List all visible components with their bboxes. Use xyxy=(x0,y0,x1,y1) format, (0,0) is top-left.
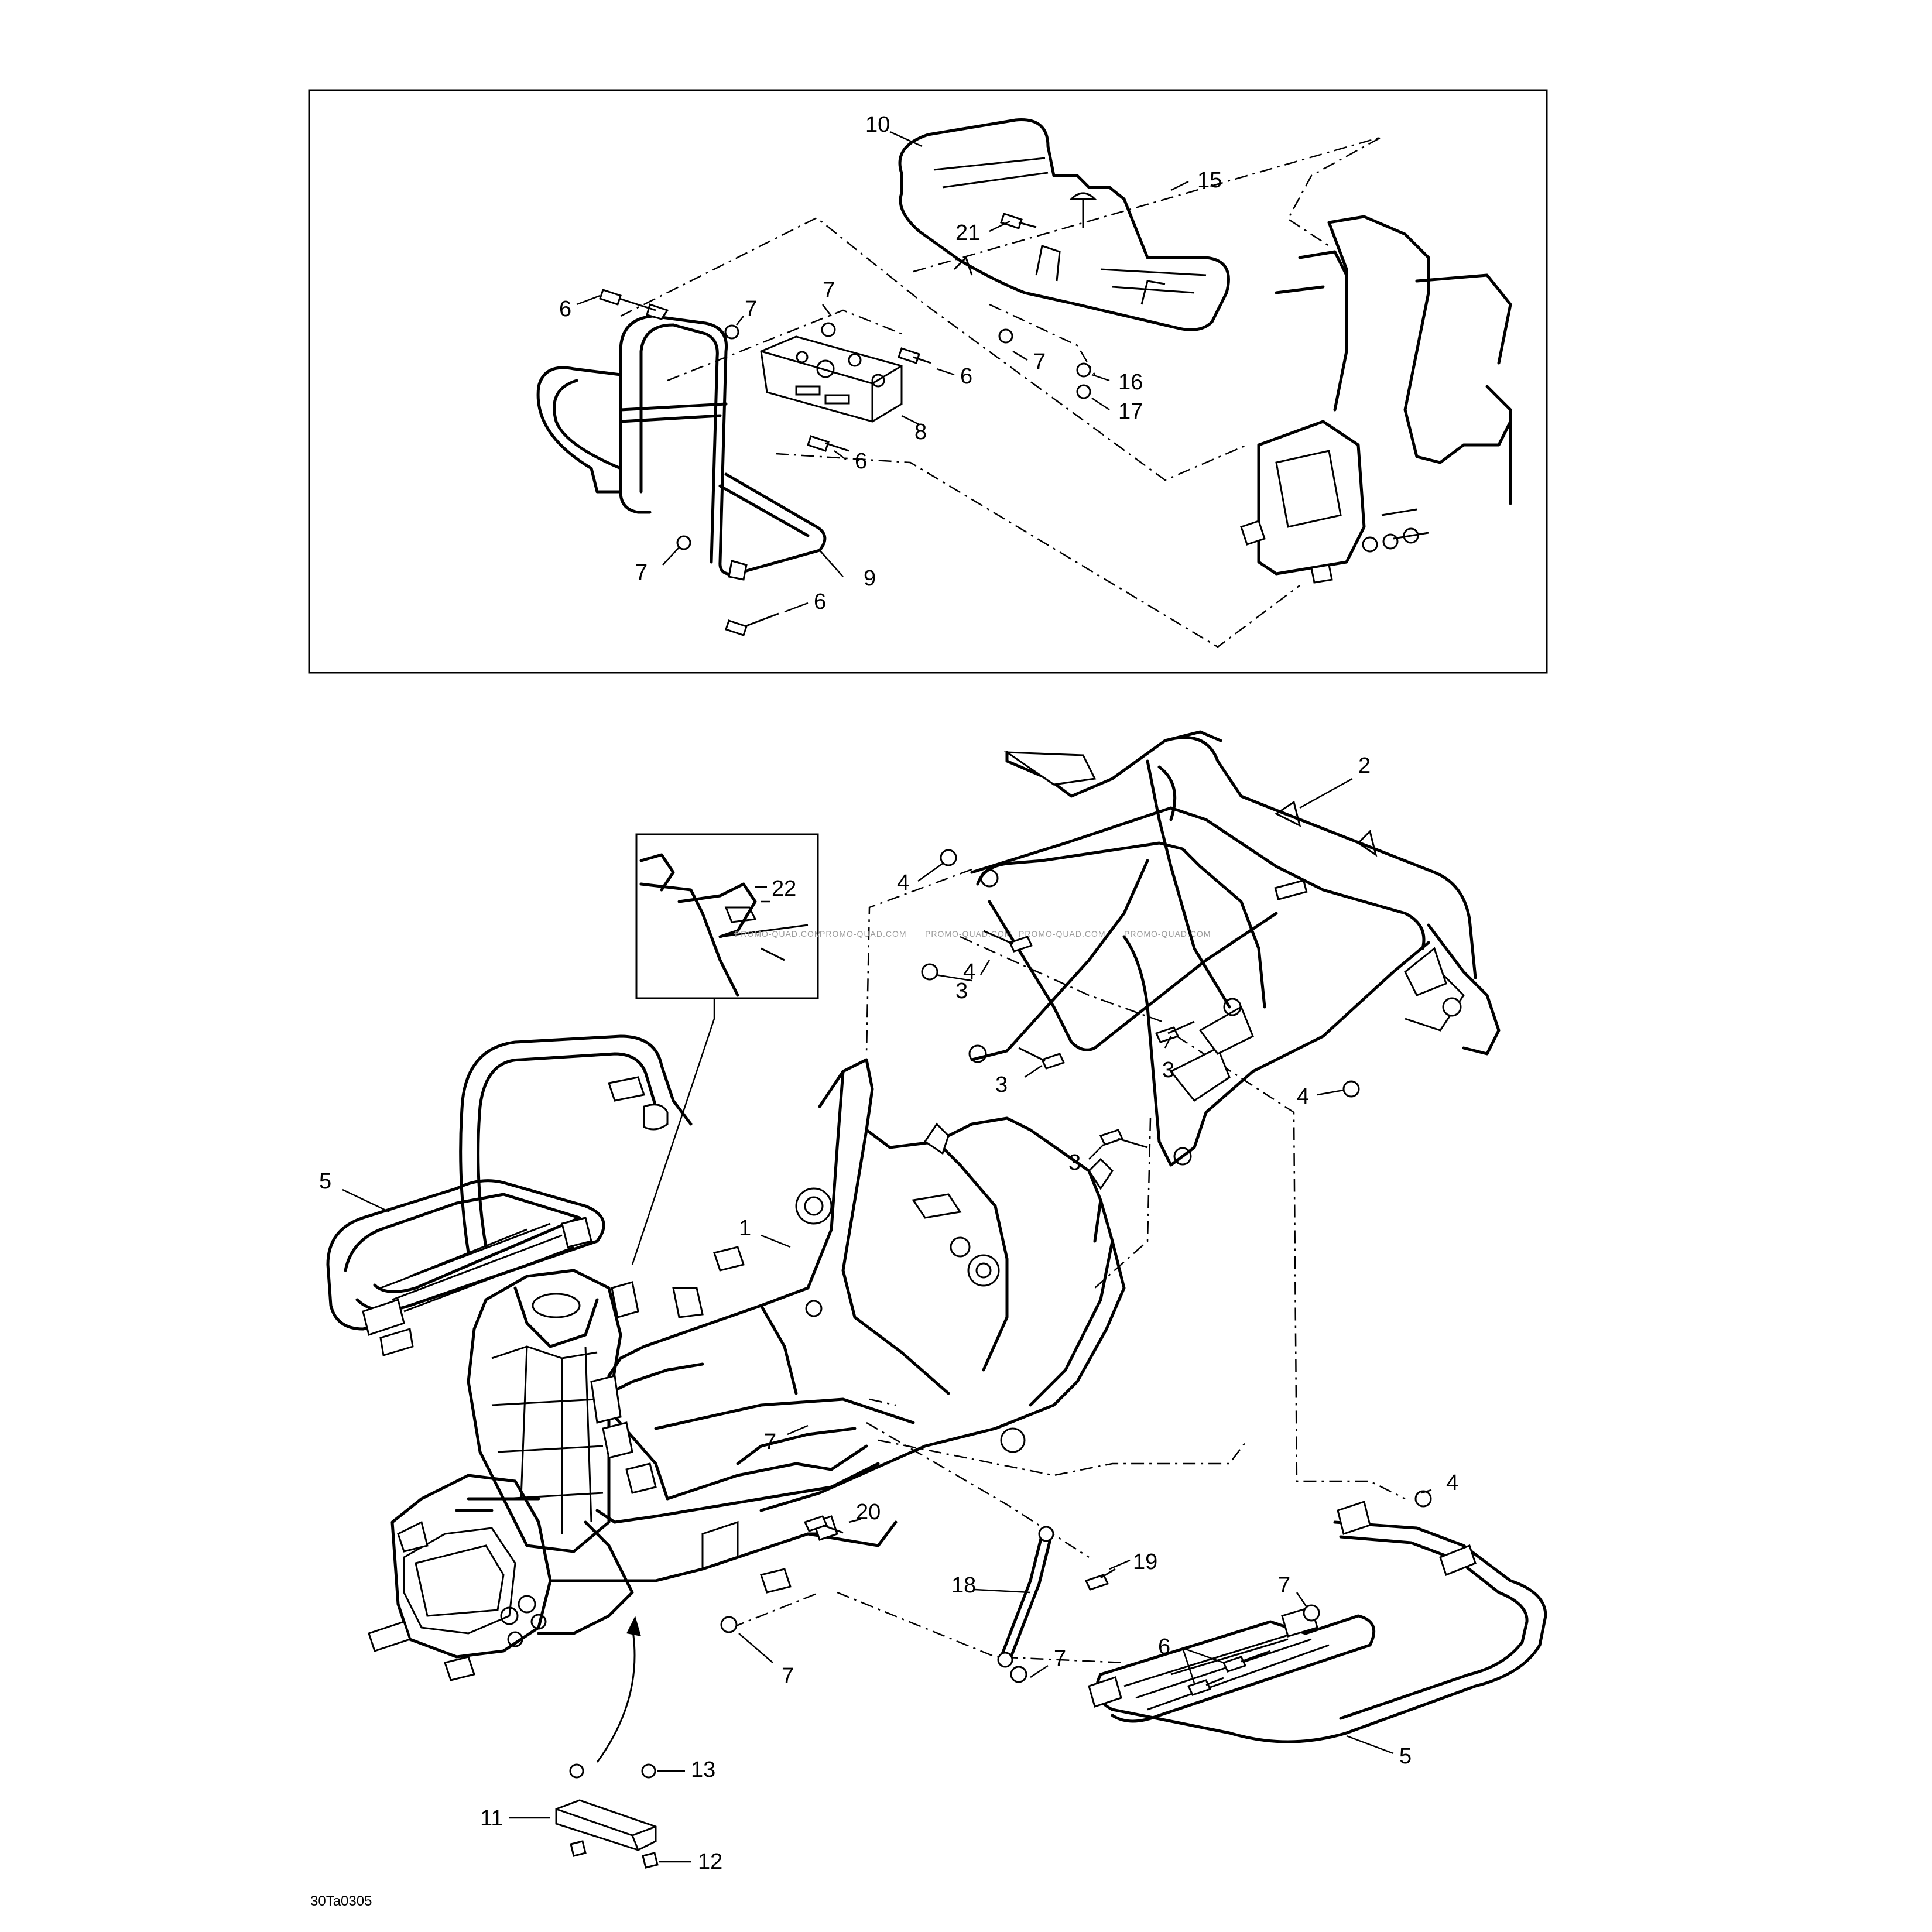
label-p3a: 3 xyxy=(955,979,968,1003)
inset-panel xyxy=(308,89,1548,674)
watermark-2: PROMO-QUAD.COM xyxy=(820,929,907,938)
label-p13: 13 xyxy=(691,1758,715,1782)
label-p22: 22 xyxy=(772,876,796,901)
label-p6d: 6 xyxy=(814,590,826,614)
label-p6e: 6 xyxy=(1158,1635,1170,1659)
label-p7c: 7 xyxy=(1033,350,1046,374)
strut-rod xyxy=(997,1526,1054,1668)
label-p6b: 6 xyxy=(960,364,972,389)
skid-plate xyxy=(555,1616,657,1851)
label-p7d: 7 xyxy=(635,560,648,585)
label-p11: 11 xyxy=(480,1806,503,1831)
label-p3c: 3 xyxy=(995,1073,1008,1097)
label-p18: 18 xyxy=(951,1573,976,1598)
nerf-bar-right xyxy=(1088,1501,1547,1743)
main-callouts: 2 22 4 3 4 3 3 4 3 5 1 7 20 4 19 18 7 6 xyxy=(319,753,1458,1874)
label-p7a: 7 xyxy=(745,297,757,321)
label-p19: 19 xyxy=(1133,1550,1157,1574)
nerf-bar-left xyxy=(326,1034,693,1356)
label-p4c: 4 xyxy=(1297,1084,1309,1109)
label-p6c: 6 xyxy=(855,449,867,474)
label-p1: 1 xyxy=(739,1216,751,1241)
label-p2: 2 xyxy=(1358,753,1371,778)
label-p21: 21 xyxy=(955,221,980,245)
label-p5b: 5 xyxy=(1399,1744,1412,1769)
label-p3d: 3 xyxy=(1068,1150,1081,1175)
label-p4a: 4 xyxy=(897,871,909,895)
detail-inset-22: PROMO-QUAD.COM PROMO-QUAD.COM PROMO-QUAD… xyxy=(631,833,1211,1265)
drawing-code: 30Ta0305 xyxy=(310,1893,372,1909)
label-p4d: 4 xyxy=(1446,1471,1458,1495)
label-p6a: 6 xyxy=(559,297,571,321)
label-p20: 20 xyxy=(856,1500,881,1525)
watermark-1: PROMO-QUAD.COM xyxy=(735,929,822,938)
main-fasteners xyxy=(569,849,1432,1869)
watermark-3: PROMO-QUAD.COM xyxy=(925,929,1012,938)
label-p4b: 4 xyxy=(963,960,975,984)
label-p5a: 5 xyxy=(319,1169,331,1194)
watermark-4: PROMO-QUAD.COM xyxy=(1019,929,1106,938)
label-p7h: 7 xyxy=(782,1664,794,1688)
inset-frame-fragment xyxy=(1240,215,1512,584)
main-assembly-lines xyxy=(731,868,1406,1664)
inset-fasteners xyxy=(599,192,1097,636)
watermark-5: PROMO-QUAD.COM xyxy=(1124,929,1211,938)
label-p7e: 7 xyxy=(764,1430,776,1454)
main-frame xyxy=(368,1058,1126,1681)
rear-subframe xyxy=(968,730,1501,1167)
label-p10: 10 xyxy=(865,112,890,137)
front-bumper xyxy=(536,303,827,581)
label-p7b: 7 xyxy=(823,278,835,303)
label-p3b: 3 xyxy=(1162,1058,1174,1083)
label-p15: 15 xyxy=(1197,168,1222,193)
inset-callouts: 10 15 21 6 7 7 6 8 6 7 16 17 9 7 6 xyxy=(559,112,1222,614)
label-p9: 9 xyxy=(864,566,876,591)
rear-rack xyxy=(898,118,1230,331)
label-p7f: 7 xyxy=(1278,1573,1290,1598)
label-p8: 8 xyxy=(914,420,927,444)
label-p16: 16 xyxy=(1118,370,1143,395)
label-p17: 17 xyxy=(1118,399,1143,424)
label-p12: 12 xyxy=(698,1849,722,1874)
label-p7g: 7 xyxy=(1054,1646,1066,1671)
bracket-plate xyxy=(760,335,903,423)
